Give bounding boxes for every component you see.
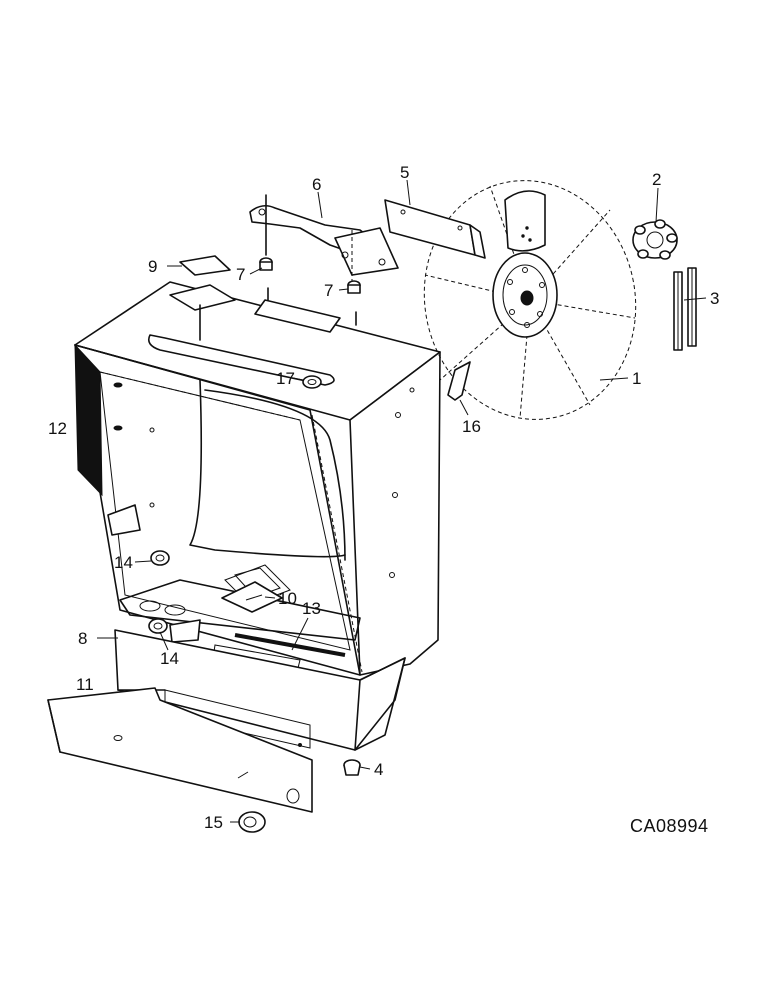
fan-spacer-2 bbox=[632, 219, 678, 260]
bracket-10 bbox=[221, 581, 283, 613]
nut-4 bbox=[343, 759, 361, 776]
plate-5 bbox=[384, 199, 486, 259]
leader-lines bbox=[78, 179, 707, 823]
radiator-shroud bbox=[74, 281, 441, 676]
callout-17: 17 bbox=[276, 369, 295, 388]
seal-strip-13 bbox=[234, 633, 346, 657]
callout-6: 6 bbox=[312, 175, 321, 194]
callout-14b: 14 bbox=[160, 649, 179, 668]
callout-15: 15 bbox=[204, 813, 223, 832]
callout-3: 3 bbox=[710, 289, 719, 308]
callout-5: 5 bbox=[400, 163, 409, 182]
seal-strip-12 bbox=[74, 343, 103, 497]
plug-15 bbox=[238, 811, 266, 833]
grommet-17 bbox=[302, 375, 322, 389]
callout-9: 9 bbox=[148, 257, 157, 276]
callout-2: 2 bbox=[652, 170, 661, 189]
callout-1: 1 bbox=[632, 369, 641, 388]
lower-cover-11 bbox=[47, 687, 313, 813]
callout-14a: 14 bbox=[114, 553, 133, 572]
diagram-code: CA08994 bbox=[630, 816, 709, 836]
grommet-14a bbox=[150, 550, 170, 566]
grommet-14b bbox=[148, 618, 168, 634]
strips-3 bbox=[673, 267, 697, 351]
callout-7b: 7 bbox=[324, 281, 333, 300]
callout-16: 16 bbox=[462, 417, 481, 436]
callout-10: 10 bbox=[278, 589, 297, 608]
bracket-16 bbox=[447, 361, 471, 401]
callout-8: 8 bbox=[78, 629, 87, 648]
support-6 bbox=[249, 204, 399, 276]
callout-13: 13 bbox=[302, 599, 321, 618]
callout-7a: 7 bbox=[236, 265, 245, 284]
callout-11: 11 bbox=[76, 675, 94, 694]
fan-1 bbox=[423, 180, 637, 420]
pad-9 bbox=[179, 255, 231, 276]
callout-12: 12 bbox=[48, 419, 67, 438]
left-bracket bbox=[107, 504, 141, 536]
callout-4: 4 bbox=[374, 760, 383, 779]
